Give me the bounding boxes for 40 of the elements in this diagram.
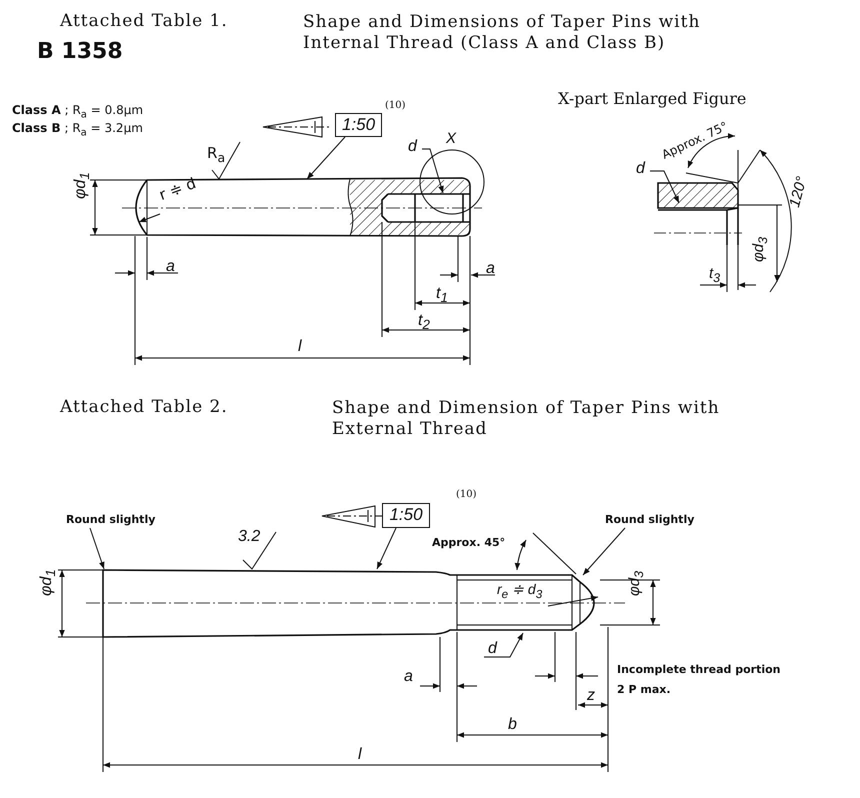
figure-title: X-part Enlarged Figure xyxy=(558,90,746,108)
note-text: 2 P max. xyxy=(617,684,671,696)
ratio-box: 1:50 xyxy=(382,503,430,528)
dimension-label: a xyxy=(166,258,175,276)
note-text: Round slightly xyxy=(605,513,705,527)
leader-line xyxy=(484,632,524,658)
roughness-label: R$_{a}$ xyxy=(207,145,226,165)
thread-label: d xyxy=(636,160,650,178)
angle-label: 120° xyxy=(787,175,811,210)
dimension-label: t$_{1}$ xyxy=(436,285,448,306)
note-text: Round slightly xyxy=(66,513,166,527)
thread-label: d xyxy=(408,138,422,156)
dimension-label: l xyxy=(358,746,362,764)
leader-line xyxy=(306,136,346,180)
dimension-label: l xyxy=(298,338,302,356)
footnote-mark: (10) xyxy=(456,489,477,500)
leader-line xyxy=(376,528,396,570)
angle-label: Approx. 45° xyxy=(432,537,506,550)
title: Attached Table 2. xyxy=(60,398,228,417)
radius-label: r$_{e}$ ≑ d$_{3}$ xyxy=(497,582,542,602)
ratio-box: 1:50 xyxy=(335,113,382,137)
roughness-label: 3.2 xyxy=(238,528,260,546)
dimension-label: a xyxy=(404,668,413,686)
title: Shape and Dimension of Taper Pins with External Thread xyxy=(332,398,721,440)
dimension-label: a xyxy=(486,260,495,278)
roughness-note: Class B ; R$_{a}$ = 3.2μm xyxy=(12,122,143,138)
title: Shape and Dimensions of Taper Pins with Internal Thread (Class A and Class B) xyxy=(303,12,702,54)
dimension-label: t$_{2}$ xyxy=(418,312,430,333)
dimension-label: t$_{3}$ xyxy=(709,266,720,286)
thread-label: d xyxy=(488,640,502,658)
dimension-label: b xyxy=(508,716,517,734)
leader-line xyxy=(90,528,104,570)
note-text: Incomplete thread portion xyxy=(617,664,780,676)
footnote-mark: (10) xyxy=(385,100,406,111)
dimension-label: z xyxy=(587,687,595,705)
standard-number: B 1358 xyxy=(37,40,123,64)
roughness-note: Class A ; R$_{a}$ = 0.8μm xyxy=(12,104,144,120)
detail-label: X xyxy=(446,131,456,148)
leader-line xyxy=(582,528,626,576)
title: Attached Table 1. xyxy=(60,12,228,31)
